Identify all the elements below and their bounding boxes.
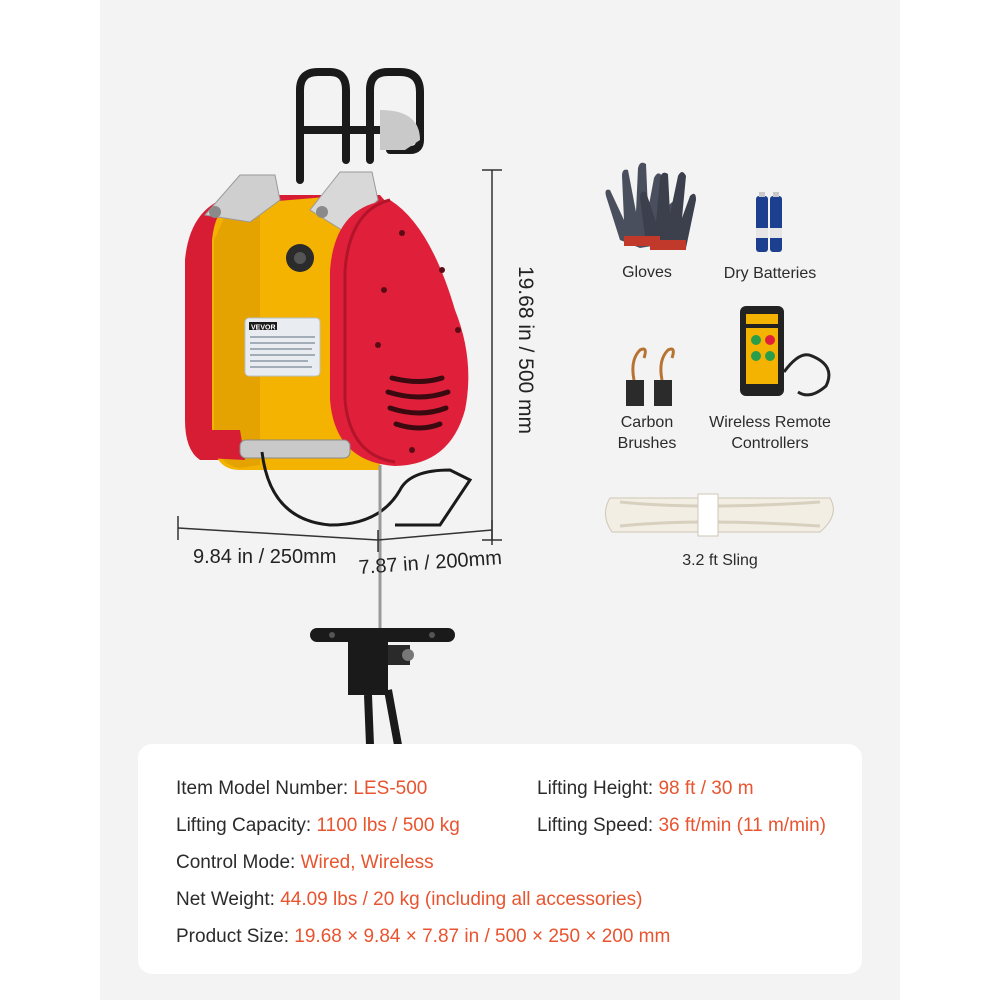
sling-icon — [605, 493, 834, 537]
height-dimension-label: 19.68 in / 500 mm — [514, 265, 537, 435]
specifications-card: Item Model Number: LES-500 Lifting Heigh… — [138, 744, 862, 974]
dimension-lines — [177, 169, 502, 552]
vent-icon — [385, 375, 451, 431]
red-end-cover-icon — [330, 200, 469, 466]
hook-plate-icon — [380, 110, 420, 150]
batteries-icon — [756, 192, 782, 252]
mounting-bracket-icon — [310, 628, 455, 642]
accessory-label-sling: 3.2 ft Sling — [682, 552, 758, 569]
width-dimension-label: 9.84 in / 250mm — [193, 546, 337, 568]
accessory-label-gloves: Gloves — [622, 264, 672, 281]
accessory-label-carbon-brushes: Carbon Brushes — [617, 414, 677, 452]
spec-lifting-height: Lifting Height: 98 ft / 30 m — [537, 778, 754, 799]
spec-model-number: Item Model Number: LES-500 — [176, 778, 428, 799]
carbon-brushes-icon — [626, 347, 675, 406]
accessory-label-batteries: Dry Batteries — [723, 265, 817, 282]
spec-lifting-speed: Lifting Speed: 36 ft/min (11 m/min) — [537, 815, 827, 836]
spec-lifting-capacity: Lifting Capacity: 1100 lbs / 500 kg — [176, 815, 460, 836]
spec-product-size: Product Size: 19.68 × 9.84 × 7.87 in / 5… — [176, 926, 671, 947]
spec-net-weight: Net Weight: 44.09 lbs / 20 kg (including… — [176, 889, 643, 910]
spec-control-mode: Control Mode: Wired, Wireless — [176, 852, 434, 873]
brand-logo: VEVOR — [251, 325, 276, 332]
gloves-icon — [605, 162, 696, 250]
accessory-label-remote: Wireless Remote Controllers — [709, 414, 831, 452]
remote-controller-icon — [740, 306, 831, 397]
